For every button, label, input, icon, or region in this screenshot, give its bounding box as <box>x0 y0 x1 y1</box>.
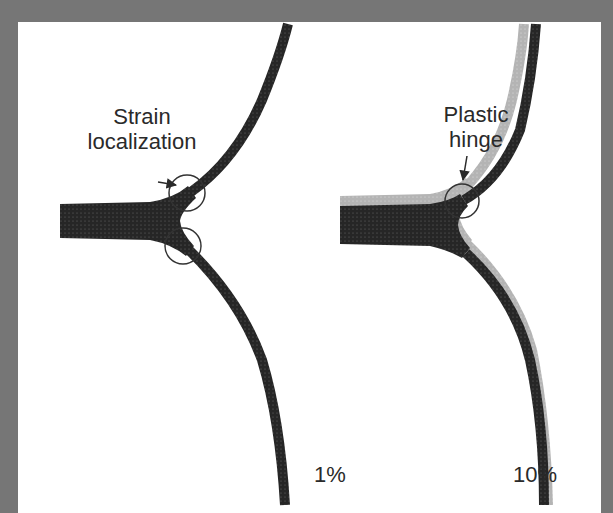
deformed-joint <box>340 24 548 505</box>
undeformed-joint <box>60 24 288 505</box>
strain-value: 10% <box>500 462 570 487</box>
panel-ground <box>18 22 601 513</box>
callout-text: Plastic hinge <box>420 102 532 153</box>
callout-text: Strain localization <box>72 104 212 155</box>
strain-value: 1% <box>300 462 360 487</box>
